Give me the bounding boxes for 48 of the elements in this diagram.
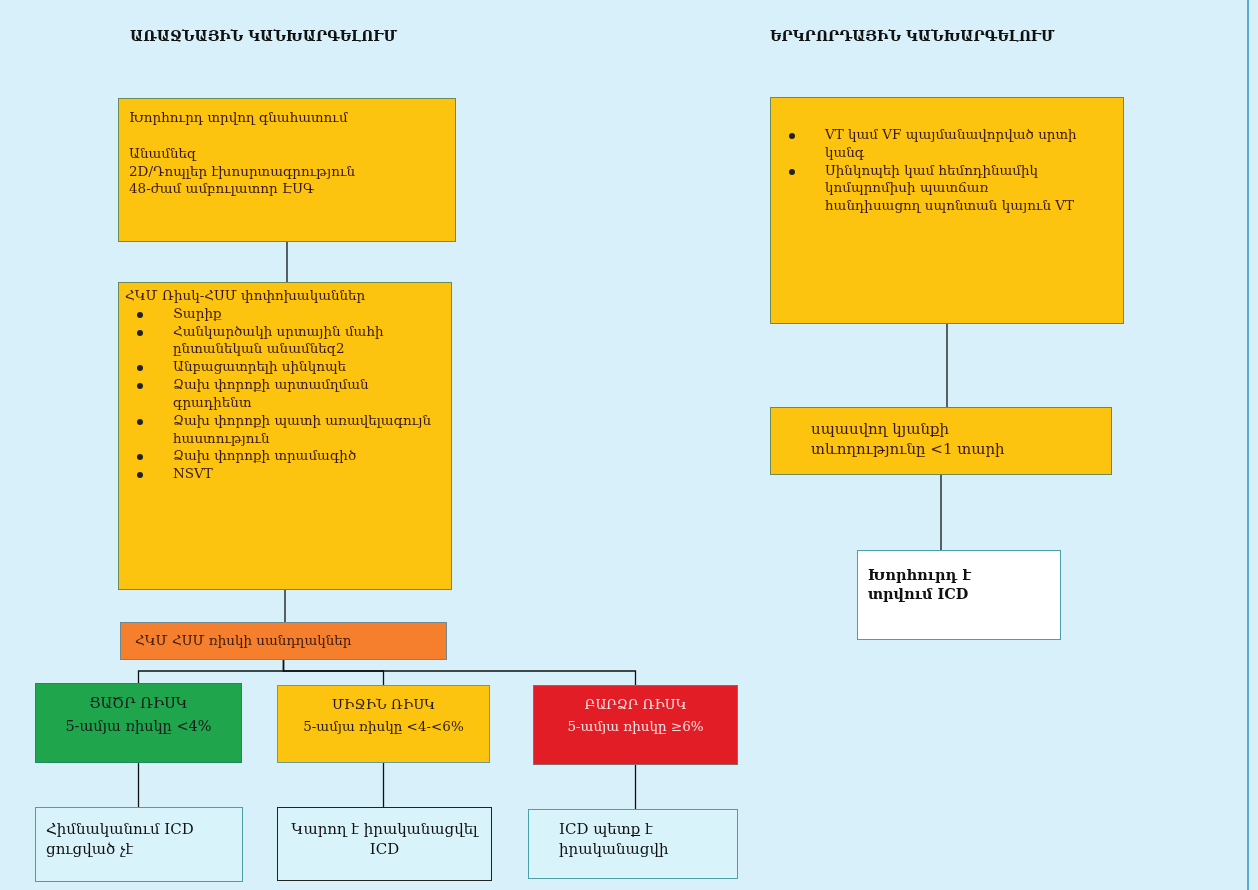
process-box (277, 807, 492, 881)
list-item: Հանկարծակի սրտային մահի ընտանեկան անամնեզ2 (173, 322, 384, 357)
box-text: Խորհուրդ է տրվում ICD (868, 565, 972, 604)
box-text: 5-ամյա ռիսկը <4-<6% (302, 717, 465, 736)
box-text: ՀԿՄ ՀՍՄ ռիսկի սանդղակներ (135, 632, 353, 650)
process-box (528, 809, 738, 879)
section-heading: ԵՐԿՐՈՐԴԱՅԻՆ ԿԱՆԽԱՐԳԵԼՈՒՄ (770, 28, 1055, 44)
box-heading: ՑԱԾՐ ՌԻՍԿ (88, 694, 189, 713)
process-box (857, 550, 1061, 640)
process-box (118, 282, 452, 590)
box-heading: ԲԱՐՁՐ ՌԻՍԿ (583, 696, 688, 714)
box-text: սպասվող կյանքի տևողությունը <1 տարի (811, 420, 1006, 460)
list-item: NSVT (173, 465, 213, 482)
connector-line (137, 762, 140, 808)
connector-line (634, 764, 637, 810)
list-item: Ձախ փորոքի արտամղման գրադիենտ (173, 376, 369, 410)
process-box (770, 407, 1112, 475)
connector-line (940, 474, 942, 551)
list-item: VT կամ VF պայմանավորված սրտի կանգ (825, 126, 1077, 160)
box-text: 5-ամյա ռիսկը ≥6% (566, 717, 705, 736)
process-box (118, 98, 456, 242)
box-heading: ՄԻՋԻՆ ՌԻՍԿ (330, 696, 437, 714)
process-box (35, 807, 243, 882)
box-text: Անամնեզ (129, 144, 198, 163)
box-text: Կարող է իրականացվել ICD (290, 820, 480, 860)
list-item: Տարիք (173, 304, 222, 321)
box-text: ICD պետք է իրականացվի (559, 820, 670, 860)
box-text: Հիմնականում ICD ցուցված չէ (46, 820, 195, 860)
box-heading: Խորհուրդ տրվող գնահատում (129, 109, 349, 127)
list-item: Սինկոպեի կամ հեմոդինամիկ կոմպրոմիսի պատճառ հանդիսացող սպոնտան կայուն VT (825, 161, 1075, 214)
process-box (277, 685, 490, 763)
list-item: Ձախ փորոքի տրամագիծ (173, 447, 357, 464)
connector-line (286, 241, 288, 283)
box-text: 5-ամյա ռիսկը <4% (64, 717, 213, 737)
section-heading: ԱՌԱՋՆԱՅԻՆ ԿԱՆԽԱՐԳԵԼՈՒՄ (130, 28, 398, 44)
connector-line (282, 659, 637, 686)
process-box (120, 622, 447, 660)
box-heading: ՀԿՄ Ռիսկ-ՀՍՄ փոփոխականներ (125, 287, 367, 305)
list-item: Անբացատրելի սինկոպե (173, 358, 347, 375)
process-box (35, 683, 242, 763)
list-item: Ձախ փորոքի պատի առավելագույն հաստություն (173, 411, 432, 446)
process-box (533, 685, 738, 765)
connector-line (382, 762, 385, 808)
box-text: 2D/Դոպլեր էխոսրտագրություն (129, 162, 357, 181)
connector-line (946, 323, 948, 408)
connector-line (284, 589, 286, 623)
box-text: 48-ժամ ամբուլատոր ԷՍԳ (129, 180, 316, 199)
process-box (770, 97, 1124, 324)
